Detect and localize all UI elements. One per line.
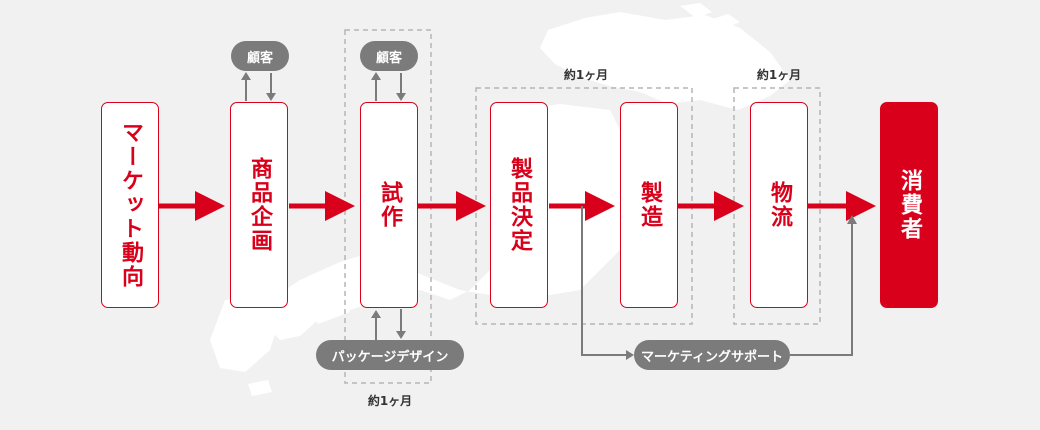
marketing-support-pill: マーケティングサポート	[634, 340, 790, 370]
period-label-decision-manufacturing: 約1ヶ月	[563, 68, 609, 82]
customer-pill-prototype: 顧客	[360, 41, 418, 71]
step-consumer: 消費者	[880, 102, 938, 308]
customer-pill-planning: 顧客	[231, 41, 289, 71]
step-product-planning: 商品企画	[230, 102, 288, 308]
step-market-trend: マーケット動向	[101, 102, 159, 308]
step-logistics: 物流	[750, 102, 808, 308]
feedback-arrows	[241, 72, 857, 360]
period-label-logistics: 約1ヶ月	[756, 68, 802, 82]
package-design-pill: パッケージデザイン	[316, 340, 464, 370]
step-manufacturing: 製造	[620, 102, 678, 308]
step-prototype: 試作	[360, 102, 418, 308]
step-product-decision: 製品決定	[490, 102, 548, 308]
period-label-prototype: 約1ヶ月	[367, 394, 413, 408]
